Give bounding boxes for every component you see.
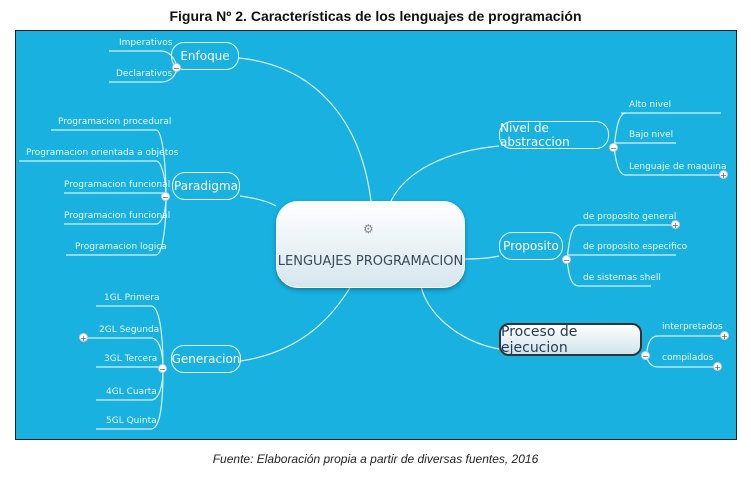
expand-icon[interactable]: +	[671, 220, 680, 230]
leaf-declarativos[interactable]: Declarativos	[116, 69, 173, 79]
leaf-bajo-nivel[interactable]: Bajo nivel	[629, 130, 674, 140]
expand-icon[interactable]: +	[79, 333, 88, 343]
leaf-2gl[interactable]: 2GL Segunda	[99, 325, 160, 335]
figure-caption: Fuente: Elaboración propia a partir de d…	[212, 452, 539, 466]
mind-map: ⚙ LENGUAJES PROGRAMACION Enfoque Paradig…	[15, 30, 737, 440]
expand-icon[interactable]: +	[720, 331, 729, 341]
leaf-sistemas-shell[interactable]: de sistemas shell	[583, 273, 661, 283]
node-generacion[interactable]: Generacion	[171, 345, 241, 373]
leaf-imperativos[interactable]: Imperativos	[119, 38, 173, 48]
node-paradigma[interactable]: Paradigma	[172, 172, 240, 200]
expand-icon[interactable]: +	[719, 170, 728, 180]
expand-icon[interactable]: +	[713, 362, 722, 372]
node-enfoque[interactable]: Enfoque	[171, 42, 239, 70]
collapse-icon[interactable]: −	[641, 351, 650, 361]
leaf-alto-nivel[interactable]: Alto nivel	[629, 100, 672, 110]
leaf-procedural[interactable]: Programacion procedural	[58, 117, 172, 127]
collapse-icon[interactable]: −	[161, 192, 170, 202]
central-node-label: LENGUAJES PROGRAMACION	[277, 254, 464, 269]
leaf-compilados[interactable]: compilados	[662, 353, 714, 363]
leaf-funcional[interactable]: Programacion funcional	[64, 180, 171, 190]
central-node[interactable]: ⚙ LENGUAJES PROGRAMACION	[276, 201, 465, 288]
leaf-proposito-general[interactable]: de proposito general	[583, 212, 677, 222]
leaf-lenguaje-maquina[interactable]: Lenguaje de maquina	[629, 162, 727, 172]
leaf-proposito-especifico[interactable]: de proposito especifico	[583, 242, 688, 252]
gear-icon: ⚙	[363, 222, 374, 236]
collapse-icon[interactable]: −	[172, 63, 181, 73]
collapse-icon[interactable]: −	[562, 255, 571, 265]
leaf-logica[interactable]: Programacion logica	[75, 242, 167, 252]
collapse-icon[interactable]: −	[158, 364, 167, 374]
node-nivel-abstraccion[interactable]: Nivel de abstraccion	[499, 121, 609, 149]
leaf-5gl[interactable]: 5GL Quinta	[106, 416, 157, 426]
node-proceso-ejecucion[interactable]: Proceso de ejecucion	[499, 323, 642, 356]
node-proposito[interactable]: Proposito	[499, 232, 563, 260]
leaf-3gl[interactable]: 3GL Tercera	[104, 354, 158, 364]
leaf-interpretados[interactable]: interpretados	[662, 322, 723, 332]
leaf-1gl[interactable]: 1GL Primera	[104, 293, 160, 303]
leaf-funcional-2[interactable]: Programacion funcional	[64, 211, 171, 221]
leaf-orientada-objetos[interactable]: Programacion orientada a objetos	[26, 148, 179, 158]
leaf-4gl[interactable]: 4GL Cuarta	[106, 387, 157, 397]
collapse-icon[interactable]: −	[609, 143, 618, 153]
figure-title: Figura Nº 2. Características de los leng…	[169, 8, 582, 24]
